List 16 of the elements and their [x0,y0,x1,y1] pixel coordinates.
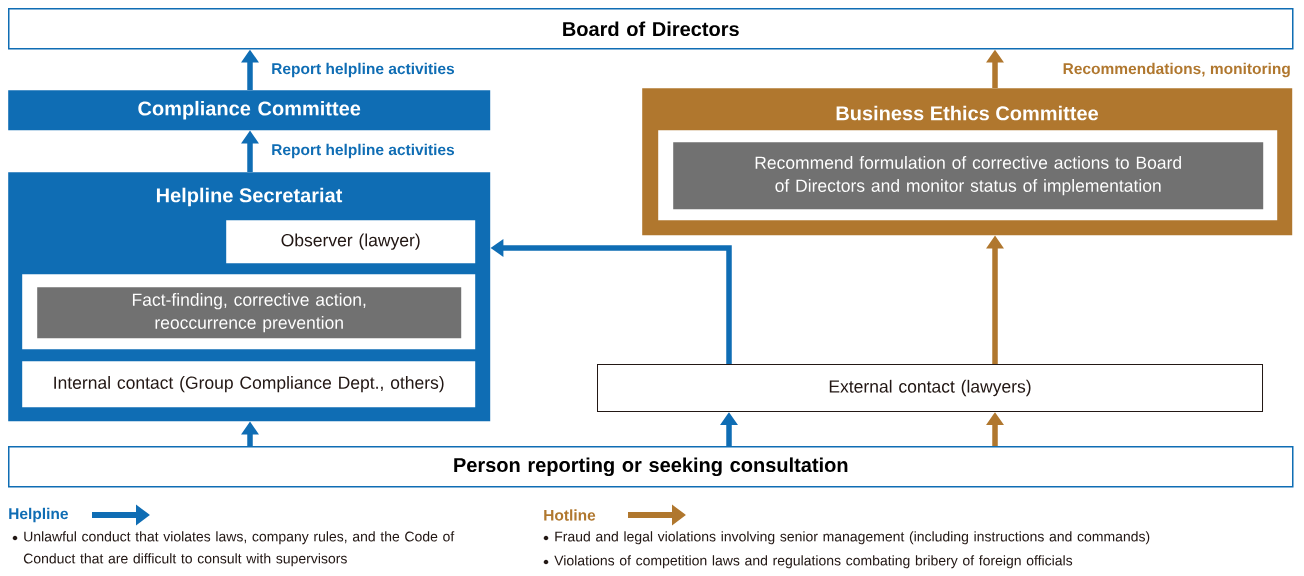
content-box: Internal contact (Group Compliance Dept., others) [22,361,476,408]
bullet-item: Unlawful conduct that violates laws, company rules, and the Code of Conduct that are difficult to consult with supervisors [23,531,455,567]
content-box: Observer (lawyer) [226,220,476,264]
header-box: Board of Directors [8,8,1294,50]
bullet-item: Fraud and legal violations involving senior management (including instructions and commands) [555,531,1150,545]
edge-label: Recommendations, monitoring [1061,61,1292,79]
task-box: Fact-finding, corrective action, reoccurrence prevention [37,287,462,339]
task-box: Recommend formulation of corrective actions to Board of Directors and monitor status of implementation [673,142,1264,210]
contact-box: External contact (lawyers) [597,364,1263,412]
legend-label: Helpline [9,507,68,523]
edge-label: Report helpline activities [270,61,456,79]
bullet-item: Violations of competition laws and regulations combating bribery of foreign officials [554,555,1073,569]
legend-label: Hotline [544,509,596,521]
committee-box: Compliance Committee [8,90,491,131]
edge-label: Report helpline activities [270,142,456,160]
header-box: Person reporting or seeking consultation [8,446,1294,488]
